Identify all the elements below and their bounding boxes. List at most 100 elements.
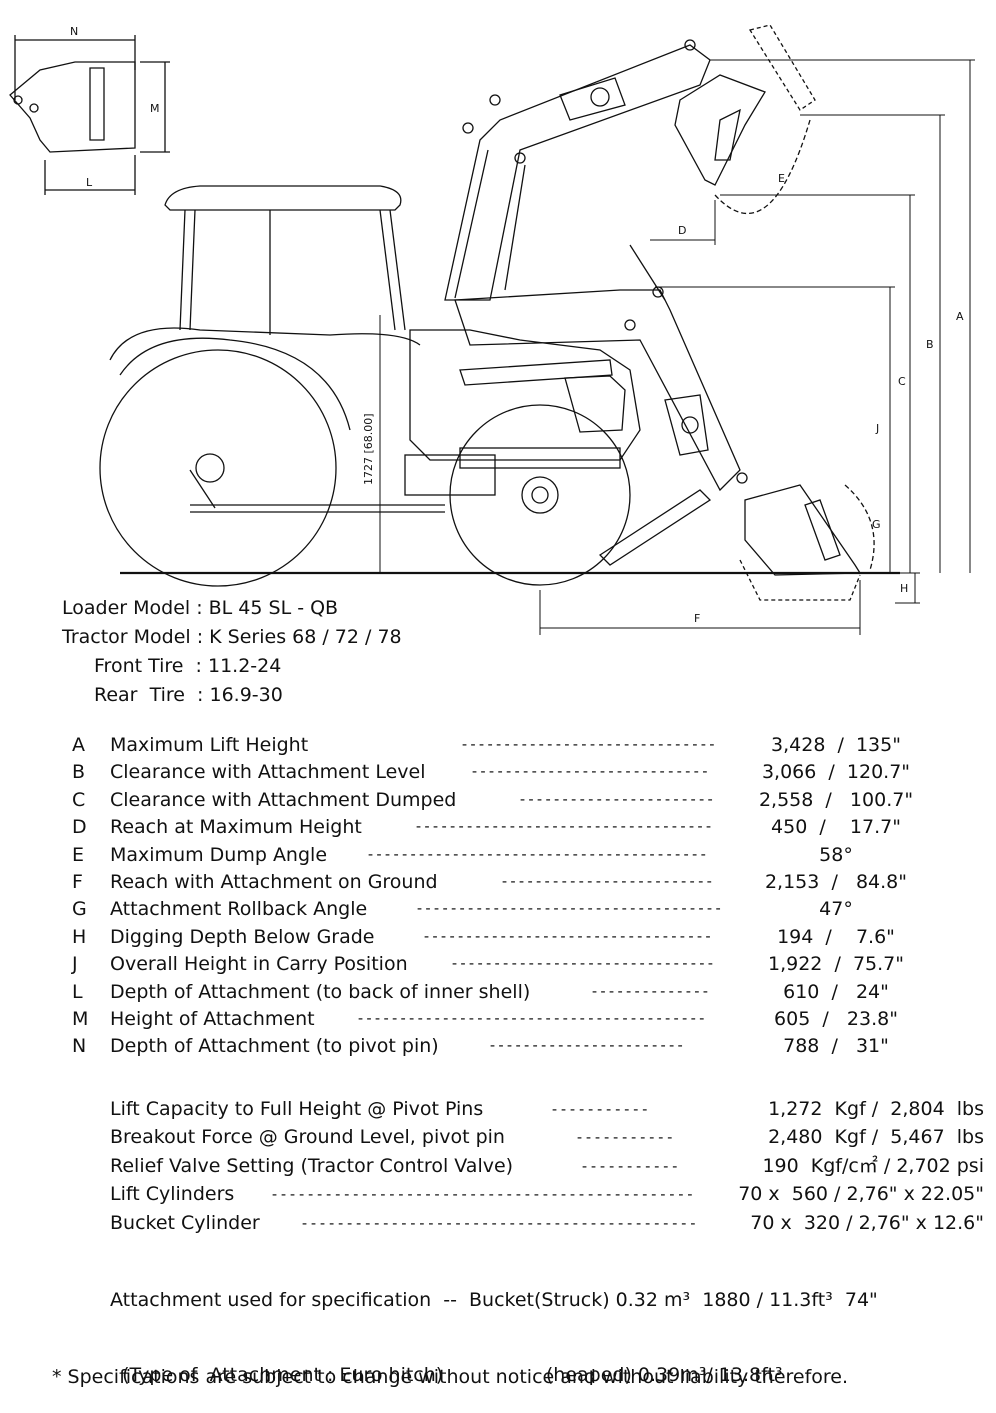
spec-leader: ----------------------- [518, 789, 715, 808]
spec-row: M Height of Attachment -------------------… [70, 1006, 940, 1033]
performance-value: 70 x 560 / 2,76" x 22.05" [738, 1183, 984, 1206]
spec-leader: ------------------------- [500, 871, 714, 890]
dim-label-b: B [926, 338, 934, 351]
spec-value: 194 / 7.6" [777, 925, 895, 948]
spec-value: 605 / 23.8" [774, 1007, 898, 1030]
spec-label: Maximum Dump Angle [110, 843, 328, 866]
spec-label: Overall Height in Carry Position [110, 953, 408, 976]
spec-value: 3,428 / 135" [771, 734, 901, 756]
spec-letter: E [72, 843, 85, 866]
tractor-model: Tractor Model : K Series 68 / 72 / 78 [62, 626, 402, 648]
front-tire: Front Tire : 11.2-24 [94, 655, 282, 677]
performance-row: Lift Capacity to Full Height @ Pivot Pin… [110, 1095, 990, 1123]
spec-label: Digging Depth Below Grade [110, 925, 375, 948]
spec-label: Height of Attachment [110, 1007, 315, 1030]
performance-leader: ----------- [550, 1100, 650, 1118]
spec-letter: M [72, 1007, 89, 1030]
attachment-line-1: Attachment used for specification -- Buc… [110, 1289, 878, 1311]
spec-letter: B [72, 761, 86, 784]
attachment-info: Attachment used for specification -- Buc… [110, 1238, 878, 1413]
spec-row: L Depth of Attachment (to back of inner s… [70, 979, 940, 1006]
spec-label: Depth of Attachment (to back of inner sh… [110, 980, 531, 1003]
tractor-height-label: 1727 [68.00] [362, 413, 375, 485]
dim-label-m: M [150, 102, 160, 115]
spec-value: 788 / 31" [783, 1035, 889, 1058]
dim-label-c: C [898, 375, 906, 388]
performance-label: Bucket Cylinder [110, 1211, 260, 1234]
spec-leader: ---------------------------- [470, 762, 709, 781]
spec-label: Maximum Lift Height [110, 734, 309, 756]
performance-leader: ----------------------------------------… [300, 1213, 698, 1232]
spec-leader: ----------------------- [488, 1036, 685, 1055]
performance-row: Bucket Cylinder -------------------------… [110, 1209, 990, 1237]
dim-label-f: F [694, 612, 700, 625]
spec-value: 58° [819, 843, 853, 866]
dim-label-a: A [956, 310, 964, 323]
spec-row: J Overall Height in Carry Position -------… [70, 951, 940, 978]
footnote: * Specifications are subject to change w… [52, 1366, 849, 1388]
spec-letter: G [72, 898, 87, 921]
spec-value: 3,066 / 120.7" [761, 761, 911, 784]
performance-value: 70 x 320 / 2,76" x 12.6" [750, 1211, 984, 1234]
tractor-cab-drawing [109, 185, 421, 361]
performance-row: Lift Cylinders--------------------------… [110, 1180, 990, 1208]
dim-label-e: E [778, 172, 785, 185]
spec-label: Attachment Rollback Angle [110, 898, 368, 921]
performance-label: Breakout Force @ Ground Level, pivot pin [110, 1126, 505, 1149]
spec-letter: A [72, 734, 85, 756]
spec-label: Reach with Attachment on Ground [110, 870, 438, 893]
spec-leader: ----------------------------------- [414, 817, 713, 836]
performance-row: Breakout Force @ Ground Level, pivot pin… [110, 1123, 990, 1151]
performance-row: Relief Valve Setting (Tractor Control Va… [110, 1152, 990, 1180]
loader-arm-raised-drawing [444, 24, 816, 301]
spec-row: H Digging Depth Below Grade --------------… [70, 924, 940, 951]
spec-value: 450 / 17.7" [771, 816, 901, 839]
spec-label: Depth of Attachment (to pivot pin) [110, 1035, 439, 1058]
loader-arm-lowered-drawing [454, 244, 875, 601]
spec-letter: H [72, 925, 87, 948]
performance-list: Lift Capacity to Full Height @ Pivot Pin… [110, 1095, 990, 1237]
spec-value: 2,558 / 100.7" [758, 788, 914, 811]
dim-label-l: L [86, 176, 93, 189]
performance-label: Lift Capacity to Full Height @ Pivot Pin… [110, 1098, 484, 1120]
spec-leader: ---------------------------------------- [366, 844, 708, 863]
spec-letter: N [72, 1035, 87, 1058]
dim-label-d: D [678, 224, 686, 237]
rear-tire: Rear Tire : 16.9-30 [94, 684, 283, 706]
dim-label-g: G [872, 518, 881, 531]
performance-leader: ----------------------------------------… [270, 1185, 695, 1204]
spec-leader: ---------------------------------- [422, 926, 713, 945]
spec-leader: -------------- [590, 981, 710, 1000]
spec-value: 2,153 / 84.8" [764, 870, 908, 893]
loader-diagram: N M L A B C D E F G H J 1727 [68.00] [9, 24, 975, 635]
spec-value: 1,922 / 75.7" [768, 953, 904, 976]
performance-value: 190 Kgf/c㎡ / 2,702 psi [762, 1154, 984, 1177]
spec-row: N Depth of Attachment (to pivot pin) -----… [70, 1033, 940, 1060]
spec-row: G Attachment Rollback Angle --------------… [70, 896, 940, 923]
spec-letter: J [72, 953, 78, 976]
performance-value: 2,480 Kgf / 5,467 lbs [768, 1126, 984, 1149]
attachment-line-2: (Type of Attachment : Euro hitch) (heape… [110, 1364, 783, 1386]
spec-letter: D [72, 816, 87, 839]
spec-leader: ------------------------------- [450, 954, 715, 973]
spec-letter: L [72, 980, 83, 1003]
performance-leader: ----------- [575, 1128, 675, 1147]
model-info: Loader Model : BL 45 SL - QB Tractor Mod… [62, 594, 402, 710]
loader-model: Loader Model : BL 45 SL - QB [62, 597, 339, 619]
bucket-inset-drawing [9, 35, 170, 195]
spec-leader: ----------------------------------------… [356, 1008, 706, 1027]
spec-value: 47° [819, 898, 853, 921]
spec-leader: ------------------------------------ [415, 899, 723, 918]
spec-row: E Maximum Dump Angle ---------------------… [70, 842, 940, 869]
tractor-body-drawing [189, 329, 641, 513]
performance-value: 1,272 Kgf / 2,804 lbs [768, 1098, 984, 1120]
dim-label-n: N [70, 25, 78, 38]
dimension-lines [379, 59, 975, 635]
dim-label-j: J [875, 422, 879, 435]
dim-label-h: H [900, 582, 908, 595]
